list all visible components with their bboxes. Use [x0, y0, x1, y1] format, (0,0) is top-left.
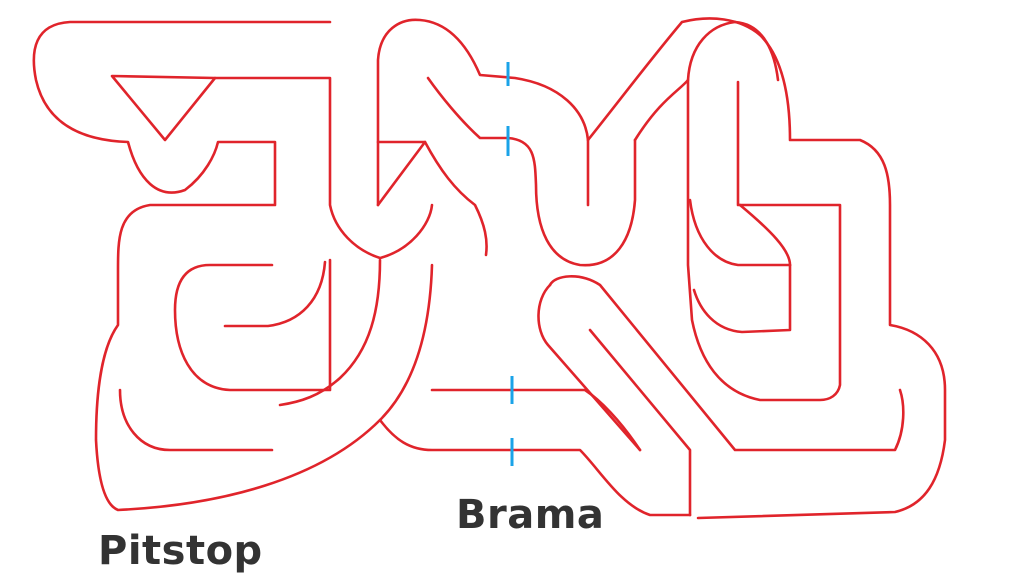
- track-middle-wedge-2: [423, 140, 488, 257]
- track-right-diagonal-2: [633, 78, 690, 142]
- track-inner-top-left: [213, 76, 434, 260]
- track-middle-top-outer: [376, 18, 590, 207]
- track-diagonal-lane-left: [537, 283, 642, 452]
- pitstop-label: Pitstop: [98, 528, 263, 574]
- track-right-tail: [738, 203, 792, 267]
- track-inner-spiral: [173, 258, 332, 392]
- track-diagonal-lane-inner: [588, 328, 692, 517]
- track-lower-left-lane: [118, 388, 274, 452]
- track-diagonal-lane-outer: [548, 275, 905, 452]
- track-right-inner-loop: [686, 20, 842, 402]
- track-right-diagonal: [586, 17, 762, 142]
- track-center-bottom: [378, 418, 692, 517]
- track-middle-wedge: [376, 140, 427, 207]
- track-inner-triangle: [110, 74, 217, 142]
- track-right-outer: [696, 33, 947, 520]
- track-outline: [32, 17, 947, 520]
- track-center-lower: [430, 388, 642, 452]
- track-inner-spiral-2: [223, 260, 327, 328]
- track-middle-top-inner: [426, 76, 637, 267]
- track-lower-sweep: [278, 258, 382, 407]
- brama-gate-markers: [506, 62, 514, 466]
- brama-label: Brama: [456, 492, 605, 538]
- track-right-inner-mid-2: [692, 263, 792, 334]
- track-right-inner-mid: [688, 198, 792, 267]
- track-outer-left: [32, 20, 434, 512]
